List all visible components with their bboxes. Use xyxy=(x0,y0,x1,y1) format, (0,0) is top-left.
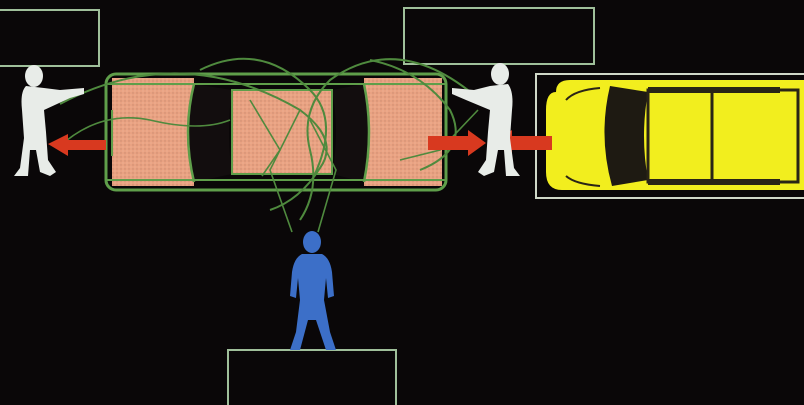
left-shooter-figure xyxy=(14,65,84,176)
center-shooter-figure xyxy=(452,63,520,176)
suspect-car-rear-window xyxy=(332,84,369,182)
suspect-car-roof xyxy=(232,90,332,174)
suspect-car-outline xyxy=(104,72,448,192)
suspect-car-windshield xyxy=(188,84,232,182)
suspect-car xyxy=(59,57,481,233)
yellow-car xyxy=(535,73,804,199)
label-box-bottom-center xyxy=(227,349,397,405)
label-box-top-left xyxy=(0,9,100,67)
suspect-car-trunk xyxy=(364,78,442,186)
yellow-car-body xyxy=(546,80,804,190)
suspect-car-hood xyxy=(112,78,194,186)
yellow-car-windshield xyxy=(604,86,648,186)
arrow-left xyxy=(48,134,106,156)
bottom-observer-figure xyxy=(290,231,336,350)
arrow-center-right xyxy=(428,130,486,156)
